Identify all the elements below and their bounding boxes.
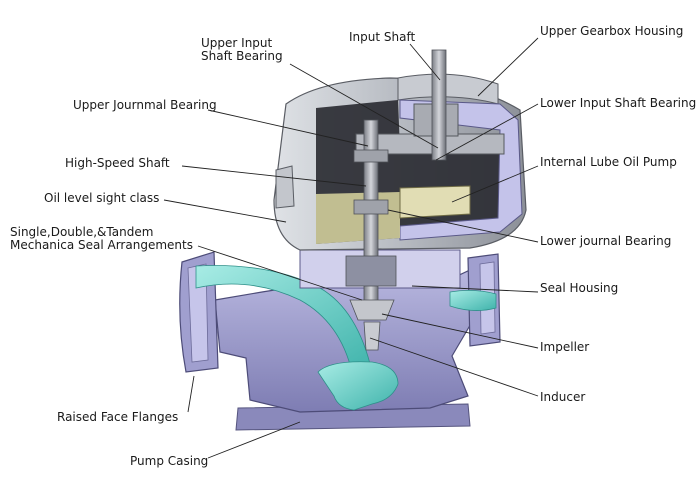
leader-high-speed-shaft bbox=[181, 165, 367, 187]
label-input-shaft: Input Shaft bbox=[349, 30, 416, 44]
leader-raised-face-flanges bbox=[187, 375, 195, 413]
journal-bearing-upper bbox=[353, 149, 389, 163]
leader-internal-lube-oil-pump bbox=[451, 165, 539, 203]
leader-oil-level-sight-class bbox=[163, 199, 287, 223]
leader-lines bbox=[163, 37, 539, 459]
seal-stack bbox=[345, 255, 397, 287]
left-flange-face bbox=[187, 263, 209, 363]
leader-upper-journal-bearing bbox=[207, 109, 369, 147]
sight-glass-boss bbox=[275, 165, 295, 209]
label-internal-lube-oil-pump: Internal Lube Oil Pump bbox=[540, 155, 677, 169]
journal-bearing-lower bbox=[353, 199, 389, 215]
label-lower-input-shaft-bearing: Lower Input Shaft Bearing bbox=[540, 96, 697, 110]
leader-input-shaft bbox=[409, 43, 441, 81]
label-raised-face-flanges: Raised Face Flanges bbox=[57, 410, 179, 424]
fluid-volute bbox=[317, 361, 399, 411]
label-high-speed-shaft: High-Speed Shaft bbox=[65, 156, 170, 170]
lube-oil-pump bbox=[399, 185, 471, 219]
impeller-shape bbox=[349, 299, 395, 321]
label-seal-arrangements: Single,Double,&Tandem Mechanica Seal Arr… bbox=[10, 225, 193, 252]
leader-lower-input-shaft-bearing bbox=[435, 103, 539, 161]
leader-inducer bbox=[369, 337, 539, 397]
label-oil-level-sight-class: Oil level sight class bbox=[44, 191, 160, 205]
label-upper-input-shaft-bearing: Upper Input Shaft Bearing bbox=[201, 36, 283, 63]
label-pump-casing: Pump Casing bbox=[130, 454, 209, 468]
leader-seal-arrangements bbox=[197, 245, 363, 301]
label-lower-journal-bearing: Lower journal Bearing bbox=[540, 234, 672, 248]
input-shaft-body bbox=[431, 49, 447, 161]
leader-upper-input-shaft-bearing bbox=[289, 63, 439, 149]
fluid-outlet bbox=[449, 290, 497, 311]
label-upper-gearbox-housing: Upper Gearbox Housing bbox=[540, 24, 684, 38]
label-impeller: Impeller bbox=[540, 340, 590, 354]
label-seal-housing: Seal Housing bbox=[540, 281, 619, 295]
label-inducer: Inducer bbox=[540, 390, 586, 404]
inducer-shape bbox=[363, 321, 381, 351]
leader-impeller bbox=[381, 313, 539, 349]
leader-seal-housing bbox=[411, 285, 539, 293]
leader-upper-gearbox-housing bbox=[477, 37, 539, 97]
gearbox-cut-section bbox=[399, 99, 523, 241]
label-upper-journal-bearing: Upper Journmal Bearing bbox=[73, 98, 217, 112]
leader-pump-casing bbox=[207, 421, 301, 459]
leader-lower-journal-bearing bbox=[387, 209, 539, 243]
